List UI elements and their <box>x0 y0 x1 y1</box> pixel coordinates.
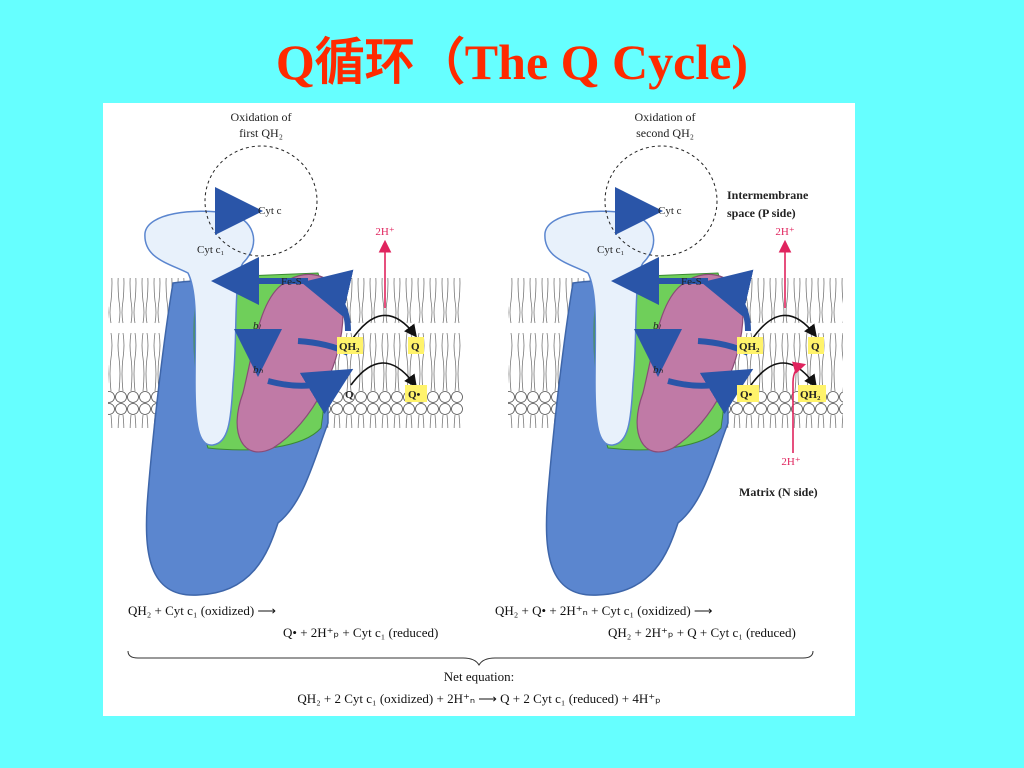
slide-title: Q循环（The Q Cycle) <box>275 34 749 90</box>
qh2-highlight-right <box>737 337 763 354</box>
right-cyt-c1-label: Cyt c₁ <box>597 244 625 256</box>
left-fes-label: Fe-S <box>281 276 302 288</box>
left-q-top-label: Q <box>411 341 420 353</box>
left-header-2: first QH₂ <box>239 126 283 140</box>
right-bh-label: bₕ <box>653 364 664 376</box>
left-bh-label: bₕ <box>253 364 264 376</box>
q-top-highlight-left <box>408 337 424 354</box>
arrow-q-to-qradical-left <box>350 362 417 388</box>
right-q-top-label: Q <box>811 341 820 353</box>
arrow-to-cyt-c-right <box>614 187 663 236</box>
left-cyt-c-label: Cyt c <box>258 205 282 217</box>
right-qh2-label: QH₂ <box>739 341 760 353</box>
right-panel: Oxidation of second QH₂ Cyt c Cyt c₁ Fe-… <box>508 110 843 596</box>
left-header-1: Oxidation of <box>231 110 292 124</box>
right-qh2-bottom-label: QH₂ <box>800 389 821 401</box>
cyt-c-region-left <box>204 145 318 257</box>
net-equation-brace <box>127 650 814 667</box>
left-qradical-label: Q• <box>408 389 421 401</box>
arrow-qh2-to-fes-left <box>301 269 354 332</box>
qh2-bottom-highlight-right <box>798 385 826 402</box>
arrow-to-cyt-c-left <box>214 187 263 236</box>
right-h-out-label: 2H⁺ <box>775 226 794 238</box>
left-equation-line2: Q• + 2H⁺ₚ + Cyt c₁ (reduced) <box>283 625 439 640</box>
proton-arrow-in-right <box>791 361 807 453</box>
left-qh2-label: QH₂ <box>339 341 360 353</box>
arrow-bh-to-qradical-right <box>667 368 754 415</box>
left-cyt-c1-label: Cyt c₁ <box>197 244 225 256</box>
net-equation: QH₂ + 2 Cyt c₁ (oxidized) + 2H⁺ₙ ⟶ Q + 2… <box>297 691 661 706</box>
arrow-qh2-to-q-right <box>750 314 817 342</box>
left-h-out-label: 2H⁺ <box>375 226 394 238</box>
arrow-qradical-to-qh2-right <box>750 362 817 388</box>
right-equation-line1: QH₂ + Q• + 2H⁺ₙ + Cyt c₁ (oxidized) ⟶ <box>495 603 713 618</box>
cyt-c-region-right <box>604 145 718 257</box>
arrow-qh2-to-q-left <box>350 314 417 342</box>
qradical-highlight-right <box>737 385 759 402</box>
qh2-highlight-left <box>337 337 363 354</box>
left-bl-label: bₗ <box>253 320 262 332</box>
q-top-highlight-right <box>808 337 824 354</box>
arrow-bh-to-q-left <box>267 368 354 415</box>
q-cycle-figure: Oxidation of first QH₂ Cyt c Cyt c₁ Fe-S… <box>103 103 855 716</box>
q-cycle-diagram: Oxidation of first QH₂ Cyt c Cyt c₁ Fe-S… <box>108 110 843 667</box>
right-h-in-label: 2H⁺ <box>781 456 800 468</box>
left-q-bottom-label: Q <box>345 389 354 401</box>
arrow-qh2-to-fes-right <box>701 269 754 332</box>
right-qradical-label: Q• <box>740 389 753 401</box>
left-panel: Oxidation of first QH₂ Cyt c Cyt c₁ Fe-S… <box>108 110 463 596</box>
right-header-1: Oxidation of <box>635 110 696 124</box>
qradical-highlight-left <box>405 385 427 402</box>
intermembrane-label-1: Intermembrane <box>727 188 809 202</box>
right-bl-label: bₗ <box>653 320 662 332</box>
matrix-label: Matrix (N side) <box>739 485 818 499</box>
intermembrane-label-2: space (P side) <box>727 206 796 220</box>
right-equation-line2: QH₂ + 2H⁺ₚ + Q + Cyt c₁ (reduced) <box>608 625 796 640</box>
net-equation-label: Net equation: <box>443 669 515 684</box>
left-equation-line1: QH₂ + Cyt c₁ (oxidized) ⟶ <box>128 603 277 618</box>
right-fes-label: Fe-S <box>681 276 702 288</box>
right-header-2: second QH₂ <box>636 126 694 140</box>
right-cyt-c-label: Cyt c <box>658 205 682 217</box>
